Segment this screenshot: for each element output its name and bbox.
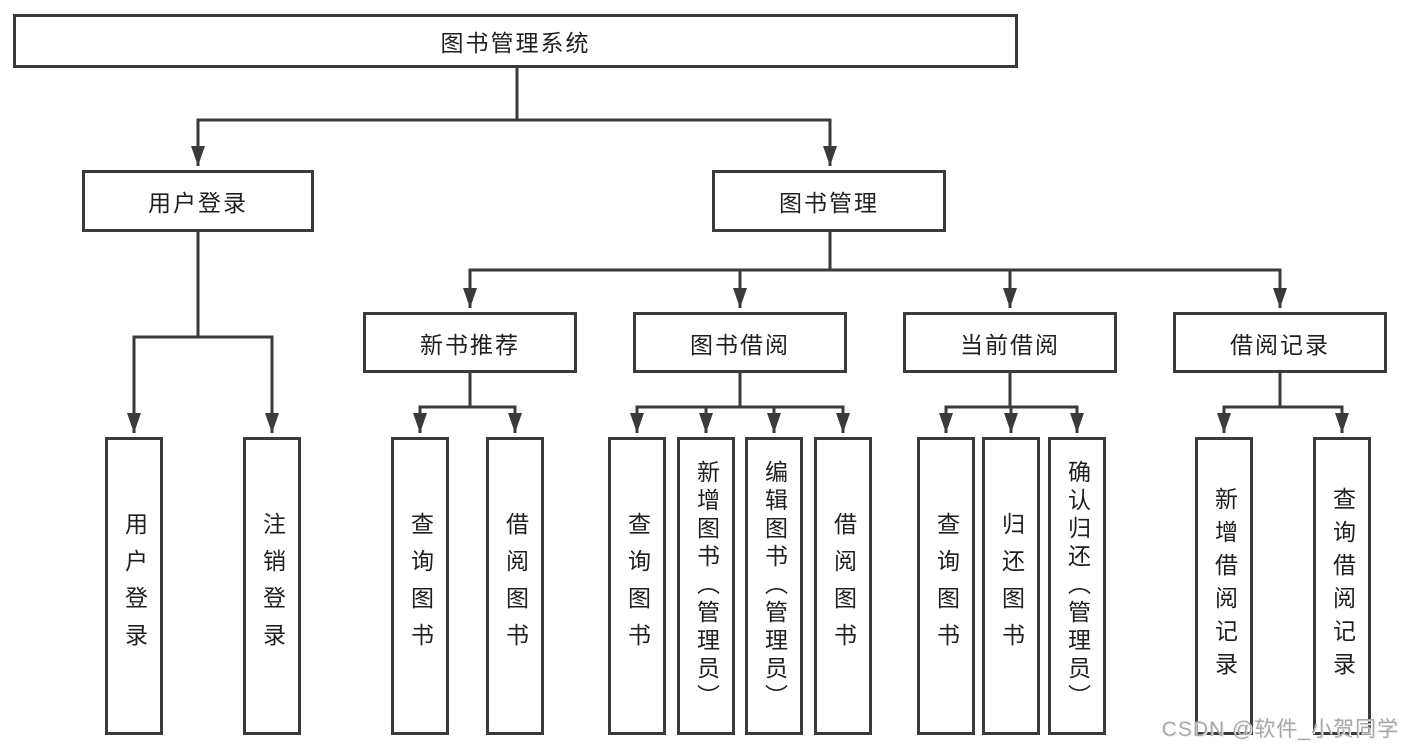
edges-new-book-recommend — [413, 373, 522, 433]
leaf-query-book-3: 查询图书 — [917, 437, 975, 735]
csdn-watermark: CSDN @软件_小贺同学 — [1161, 718, 1399, 741]
leaf-logout: 注销登录 — [243, 437, 301, 735]
node-new-book-recommend: 新书推荐 — [363, 312, 577, 373]
edges-book-management — [463, 232, 1287, 308]
leaf-edit-book-admin: 编辑图书（管理员） — [745, 437, 803, 735]
leaf-user-login: 用户登录 — [105, 437, 163, 735]
edges-root — [191, 68, 837, 166]
leaf-add-book-admin: 新增图书（管理员） — [677, 437, 735, 735]
edges-borrow-records — [1217, 373, 1349, 433]
leaf-query-borrow-record: 查询借阅记录 — [1313, 437, 1371, 735]
leaf-borrow-book-1: 借阅图书 — [486, 437, 544, 735]
edges-user-login — [127, 232, 279, 433]
node-book-borrow: 图书借阅 — [633, 312, 847, 373]
leaf-query-book-1: 查询图书 — [391, 437, 449, 735]
leaf-borrow-book-2: 借阅图书 — [814, 437, 872, 735]
leaf-return-book: 归还图书 — [982, 437, 1040, 735]
leaf-query-book-2: 查询图书 — [608, 437, 666, 735]
edges-current-borrow — [939, 373, 1084, 433]
node-user-login: 用户登录 — [82, 170, 314, 232]
leaf-add-borrow-record: 新增借阅记录 — [1195, 437, 1253, 735]
node-current-borrow: 当前借阅 — [903, 312, 1117, 373]
node-root: 图书管理系统 — [13, 14, 1018, 68]
node-book-management: 图书管理 — [712, 170, 946, 232]
node-borrow-records: 借阅记录 — [1173, 312, 1387, 373]
edges-book-borrow — [630, 373, 850, 433]
leaf-confirm-return-admin: 确认归还（管理员） — [1048, 437, 1106, 735]
